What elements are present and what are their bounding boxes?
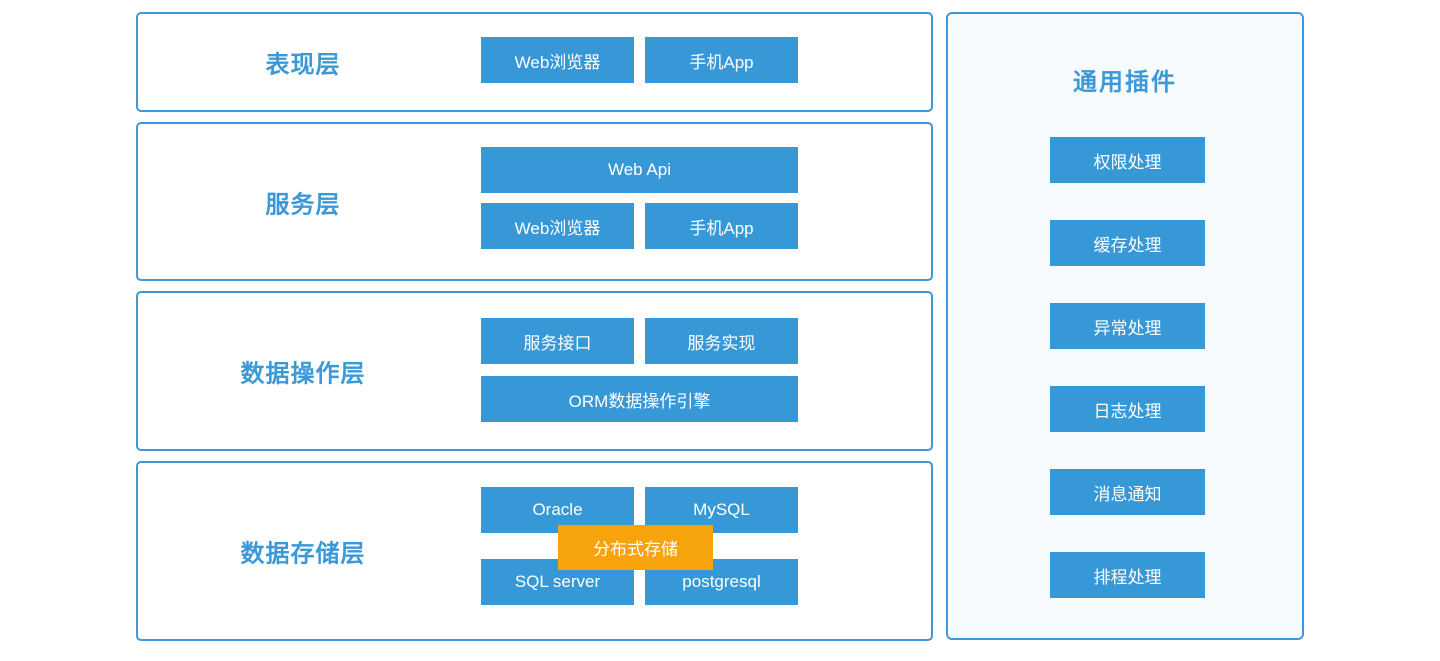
layer-presentation-label: 表现层: [265, 51, 341, 79]
layer-presentation-nodes: Web浏览器 手机App: [481, 37, 798, 83]
node-sql-server[interactable]: SQL server: [481, 559, 634, 605]
node-service-interface[interactable]: 服务接口: [481, 318, 634, 364]
node-row: SQL server postgresql: [481, 559, 798, 605]
node-distributed-storage[interactable]: 分布式存储: [558, 525, 713, 570]
node-oracle[interactable]: Oracle: [481, 487, 634, 533]
layer-data-storage-label: 数据存储层: [240, 540, 366, 568]
node-row: Web浏览器 手机App: [481, 203, 798, 249]
node-postgresql[interactable]: postgresql: [645, 559, 798, 605]
node-service-implementation[interactable]: 服务实现: [645, 318, 798, 364]
layer-service: 服务层 Web Api Web浏览器 手机App: [136, 122, 933, 281]
plugin-schedule[interactable]: 排程处理: [1050, 552, 1205, 598]
node-row: Web Api: [481, 147, 798, 193]
layer-service-label: 服务层: [265, 191, 341, 218]
node-mobile-app[interactable]: 手机App: [645, 37, 798, 83]
node-row: 服务接口 服务实现: [481, 318, 798, 364]
layer-data-operation: 数据操作层 服务接口 服务实现 ORM数据操作引擎: [136, 291, 933, 451]
node-web-api[interactable]: Web Api: [481, 147, 798, 193]
node-web-browser[interactable]: Web浏览器: [481, 203, 634, 249]
plugin-notification[interactable]: 消息通知: [1050, 469, 1205, 515]
layer-data-operation-label: 数据操作层: [240, 360, 366, 388]
plugin-cache[interactable]: 缓存处理: [1050, 220, 1205, 266]
plugin-exception[interactable]: 异常处理: [1050, 303, 1205, 349]
plugin-permission[interactable]: 权限处理: [1050, 137, 1205, 183]
node-web-browser[interactable]: Web浏览器: [481, 37, 634, 83]
layer-presentation: 表现层 Web浏览器 手机App: [136, 12, 933, 112]
layer-service-nodes: Web Api Web浏览器 手机App: [481, 147, 798, 249]
layer-data-operation-nodes: 服务接口 服务实现 ORM数据操作引擎: [481, 318, 798, 422]
node-row: ORM数据操作引擎: [481, 376, 798, 422]
plugins-list: 权限处理 缓存处理 异常处理 日志处理 消息通知 排程处理: [1050, 137, 1205, 598]
plugins-panel: 通用插件 权限处理 缓存处理 异常处理 日志处理 消息通知 排程处理: [946, 12, 1304, 640]
plugin-log[interactable]: 日志处理: [1050, 386, 1205, 432]
node-row: Web浏览器 手机App: [481, 37, 798, 83]
layer-data-storage: 数据存储层 Oracle MySQL SQL server postgresql…: [136, 461, 933, 641]
plugins-panel-title: 通用插件: [1073, 69, 1177, 96]
node-mobile-app[interactable]: 手机App: [645, 203, 798, 249]
node-orm-engine[interactable]: ORM数据操作引擎: [481, 376, 798, 422]
